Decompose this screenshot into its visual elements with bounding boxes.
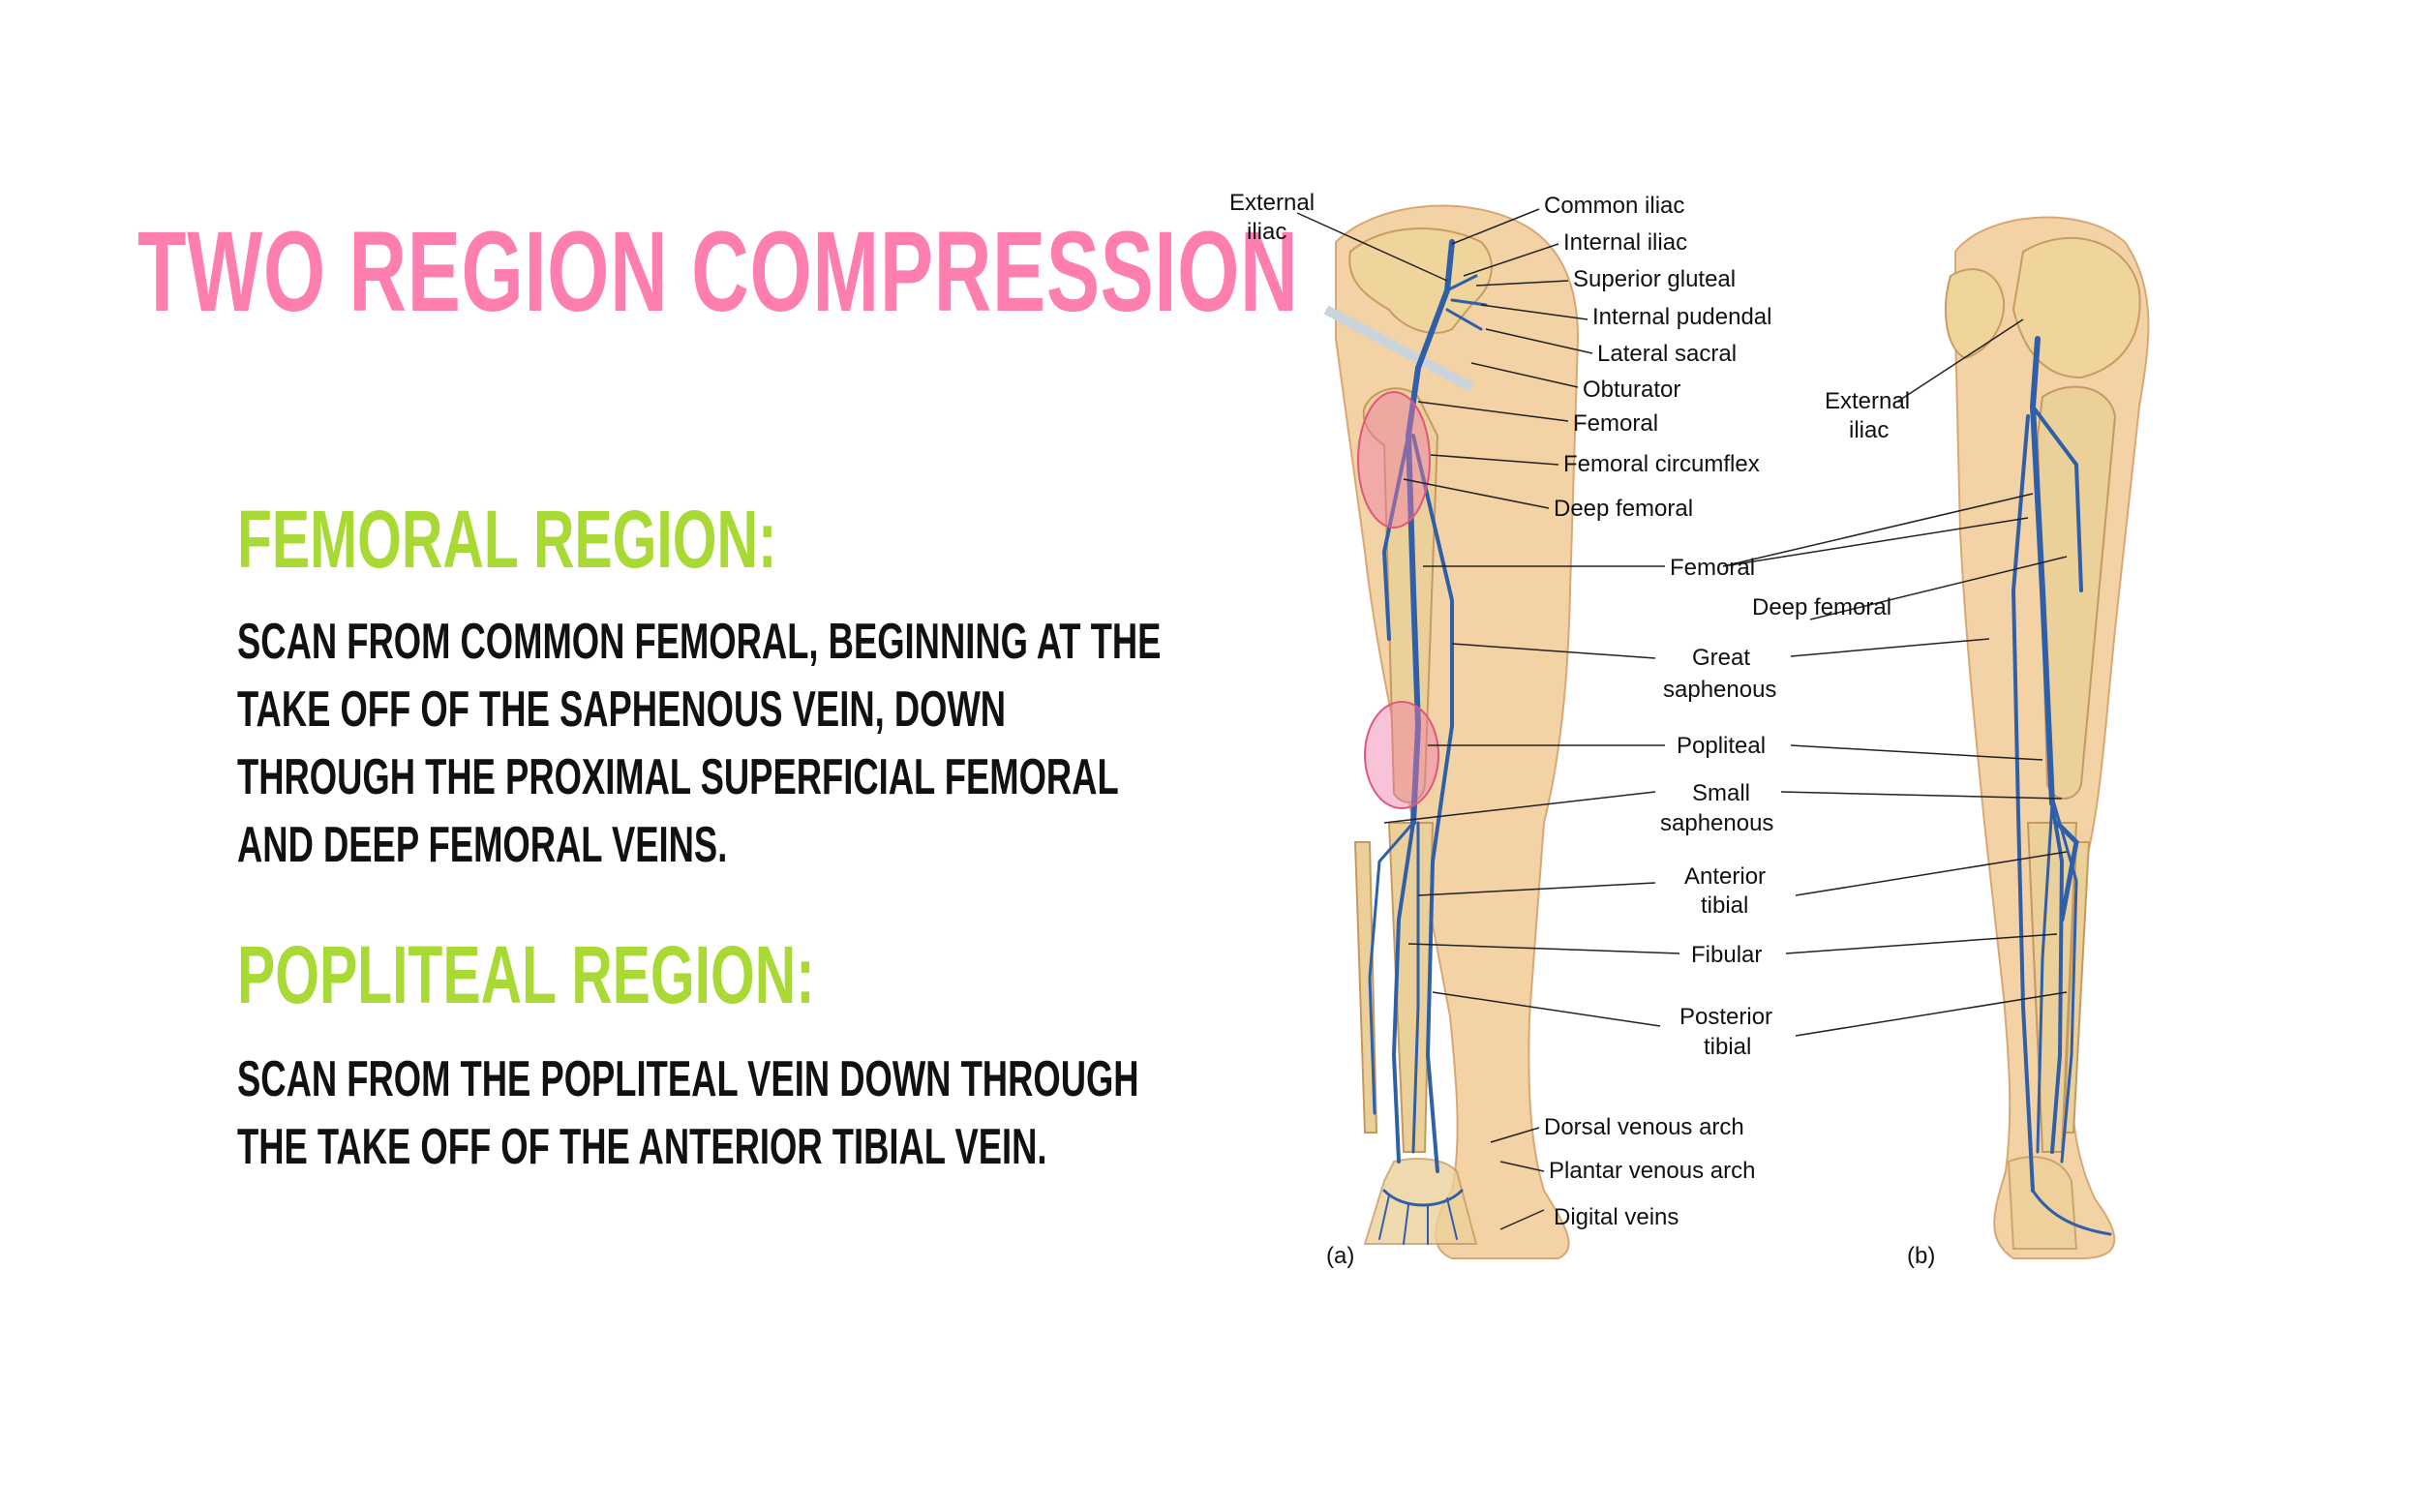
label-femoral-mid: Femoral bbox=[1670, 555, 1755, 581]
leg-veins-diagram: (a) (b) bbox=[1210, 184, 2226, 1297]
femoral-text-line: AND DEEP FEMORAL VEINS. bbox=[237, 817, 728, 873]
label-small-saphenous-2: saphenous bbox=[1660, 810, 1773, 836]
diagram-labels: External iliac Common iliac Internal ili… bbox=[1229, 190, 1910, 1230]
leg-b-sacrum bbox=[1945, 268, 2006, 360]
label-fibular: Fibular bbox=[1691, 942, 1762, 968]
femoral-text-line: SCAN FROM COMMON FEMORAL, BEGINNING AT T… bbox=[237, 614, 1162, 670]
leg-b-veins bbox=[2011, 336, 2112, 1236]
label-anterior-tibial-2: tibial bbox=[1701, 892, 1748, 919]
label-superior-gluteal: Superior gluteal bbox=[1573, 266, 1736, 292]
label-plantar-venous-arch: Plantar venous arch bbox=[1549, 1158, 1755, 1184]
popliteal-region-heading: POPLITEAL REGION: bbox=[237, 929, 815, 1020]
popliteal-text-line: SCAN FROM THE POPLITEAL VEIN DOWN THROUG… bbox=[237, 1051, 1139, 1107]
label-great-saphenous-2: saphenous bbox=[1663, 677, 1776, 703]
label-external-iliac-a-1: External bbox=[1229, 190, 1315, 216]
leg-veins-svg: (a) (b) bbox=[1229, 190, 2150, 1269]
label-deep-femoral-b: Deep femoral bbox=[1752, 594, 1891, 620]
label-posterior-tibial-2: tibial bbox=[1704, 1034, 1751, 1060]
leg-anterior: (a) bbox=[1323, 204, 1580, 1269]
label-external-iliac-b-2: iliac bbox=[1849, 417, 1889, 443]
label-great-saphenous-1: Great bbox=[1692, 645, 1750, 671]
leg-a-fibula bbox=[1353, 841, 1378, 1134]
label-internal-pudendal: Internal pudendal bbox=[1592, 304, 1771, 330]
label-obturator: Obturator bbox=[1583, 377, 1680, 403]
label-posterior-tibial-1: Posterior bbox=[1679, 1004, 1772, 1030]
popliteal-region-highlight bbox=[1364, 701, 1439, 809]
label-small-saphenous-1: Small bbox=[1692, 780, 1750, 806]
leg-posterior: (b) bbox=[1907, 216, 2150, 1269]
label-digital-veins: Digital veins bbox=[1554, 1204, 1679, 1230]
leader-lines bbox=[1296, 208, 2068, 1230]
femoral-region-text: SCAN FROM COMMON FEMORAL, BEGINNING AT T… bbox=[237, 608, 1161, 879]
panel-b-label: (b) bbox=[1907, 1243, 1935, 1269]
panel-a-label: (a) bbox=[1326, 1243, 1354, 1269]
label-popliteal: Popliteal bbox=[1677, 733, 1766, 759]
femoral-region-highlight bbox=[1357, 391, 1431, 529]
label-deep-femoral-a: Deep femoral bbox=[1554, 496, 1693, 522]
leg-a-instrument bbox=[1323, 305, 1474, 392]
femoral-text-line: THROUGH THE PROXIMAL SUPERFICIAL FEMORAL bbox=[237, 749, 1119, 805]
popliteal-region-text: SCAN FROM THE POPLITEAL VEIN DOWN THROUG… bbox=[237, 1045, 1139, 1181]
label-dorsal-venous-arch: Dorsal venous arch bbox=[1544, 1114, 1744, 1140]
label-femoral-a: Femoral bbox=[1573, 410, 1658, 437]
label-femoral-circumflex: Femoral circumflex bbox=[1563, 451, 1760, 477]
label-common-iliac: Common iliac bbox=[1544, 193, 1684, 219]
slide-title: TWO REGION COMPRESSION bbox=[137, 208, 1299, 336]
label-external-iliac-b-1: External bbox=[1825, 388, 1910, 414]
leg-a-foot bbox=[1363, 1158, 1478, 1245]
label-external-iliac-a-2: iliac bbox=[1247, 219, 1286, 245]
femoral-region-heading: FEMORAL REGION: bbox=[237, 494, 777, 585]
label-lateral-sacral: Lateral sacral bbox=[1597, 341, 1737, 367]
femoral-text-line: TAKE OFF OF THE SAPHENOUS VEIN, DOWN bbox=[237, 681, 1007, 738]
label-anterior-tibial-1: Anterior bbox=[1684, 863, 1766, 890]
label-internal-iliac: Internal iliac bbox=[1563, 229, 1687, 256]
popliteal-text-line: THE TAKE OFF OF THE ANTERIOR TIBIAL VEIN… bbox=[237, 1119, 1047, 1175]
